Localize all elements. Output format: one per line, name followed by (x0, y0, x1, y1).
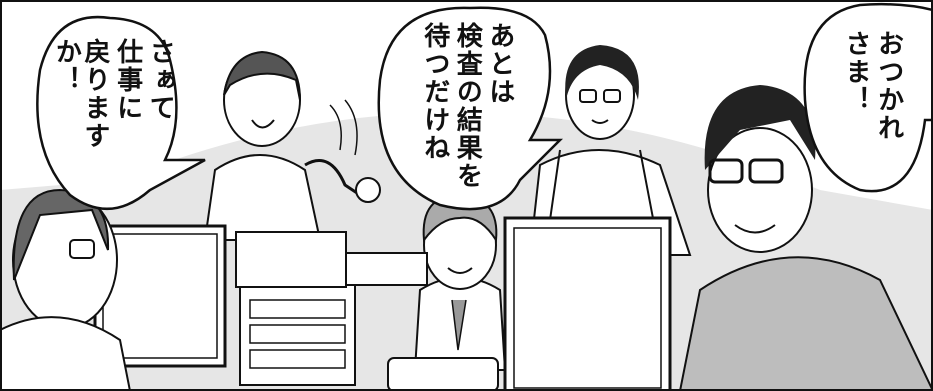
motion-lines (329, 99, 358, 156)
speech-line: さぁて (145, 38, 176, 122)
drawer-cabinet (235, 231, 428, 386)
speech-line: 待つだけね (419, 22, 450, 162)
speech-bubble-right (803, 2, 933, 193)
fist (355, 177, 381, 203)
speech-bubble-center (377, 6, 564, 211)
speech-text-center: あとは 検査の結果を 待つだけね (402, 22, 532, 192)
speech-text-left: さぁて 仕事に 戻りますか！ (51, 38, 175, 188)
speech-line: おつかれ (873, 30, 904, 142)
speech-line: 仕事に (112, 38, 143, 122)
speech-line: 検査の結果を (452, 22, 483, 190)
man-glasses-figure (678, 85, 933, 391)
speech-line: さま！ (841, 30, 871, 114)
glasses-icon (579, 89, 597, 103)
woman-stretching-figure (203, 50, 381, 241)
woman-foreground-figure (0, 188, 132, 391)
woman-hair (565, 45, 639, 100)
speech-bubble-left (36, 15, 206, 210)
woman-hair (12, 188, 110, 281)
telephone (387, 357, 499, 391)
man-hair (704, 85, 816, 170)
speech-text-right: おつかれ さま！ (832, 30, 912, 170)
speech-line: 戻りますか！ (51, 38, 110, 150)
speech-line: あとは (484, 22, 515, 106)
woman-hair (223, 50, 301, 101)
